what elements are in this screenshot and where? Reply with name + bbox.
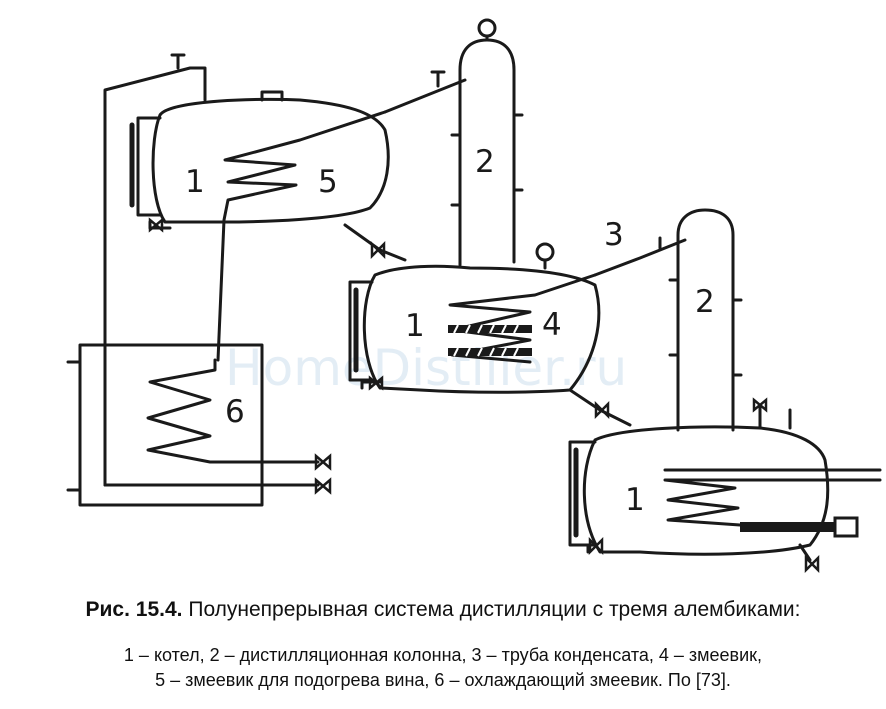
valve[interactable] — [314, 453, 332, 471]
label-condensate-pipe: 3 — [604, 217, 624, 253]
valve[interactable] — [368, 375, 384, 391]
label-boiler-right: 1 — [625, 482, 645, 518]
watermark: HomeDistiller.ru — [225, 339, 627, 397]
figure-title: Полунепрерывная система дистилляции с тр… — [188, 598, 801, 621]
preheat-coil — [216, 110, 387, 362]
caption-title: Рис. 15.4. Полунепрерывная система дисти… — [0, 598, 886, 622]
boiler-middle — [348, 242, 601, 394]
valve[interactable] — [314, 477, 332, 495]
label-column-top: 2 — [475, 144, 495, 180]
caption-line-1: 1 – котел, 2 – дистилляционная колонна, … — [123, 645, 763, 665]
right-coil — [663, 468, 882, 527]
label-preheat-coil: 5 — [318, 164, 338, 200]
cooling-tank — [66, 343, 264, 507]
label-boiler-middle: 1 — [405, 308, 425, 344]
distillation-diagram: HomeDistiller.ru — [66, 18, 882, 574]
column-top — [450, 18, 524, 267]
label-boiler-left: 1 — [185, 164, 205, 200]
cooling-coil — [146, 358, 320, 464]
hatched-coil — [448, 325, 532, 356]
column-right — [668, 208, 743, 432]
boiler-left — [129, 90, 390, 230]
valve[interactable] — [148, 217, 164, 233]
heater-box — [833, 516, 859, 538]
valve[interactable] — [594, 400, 610, 420]
figure-number: Рис. 15.4. — [85, 598, 183, 621]
valve[interactable] — [752, 397, 768, 413]
label-middle-coil: 4 — [542, 307, 562, 343]
valve[interactable] — [588, 536, 604, 556]
valve[interactable] — [804, 554, 820, 574]
heater-bar — [740, 522, 835, 532]
label-cooling-coil: 6 — [225, 394, 245, 430]
label-column-right: 2 — [695, 284, 715, 320]
valve[interactable] — [370, 240, 386, 260]
caption-line-2: 5 – змеевик для подогрева вина, 6 – охла… — [155, 670, 731, 690]
